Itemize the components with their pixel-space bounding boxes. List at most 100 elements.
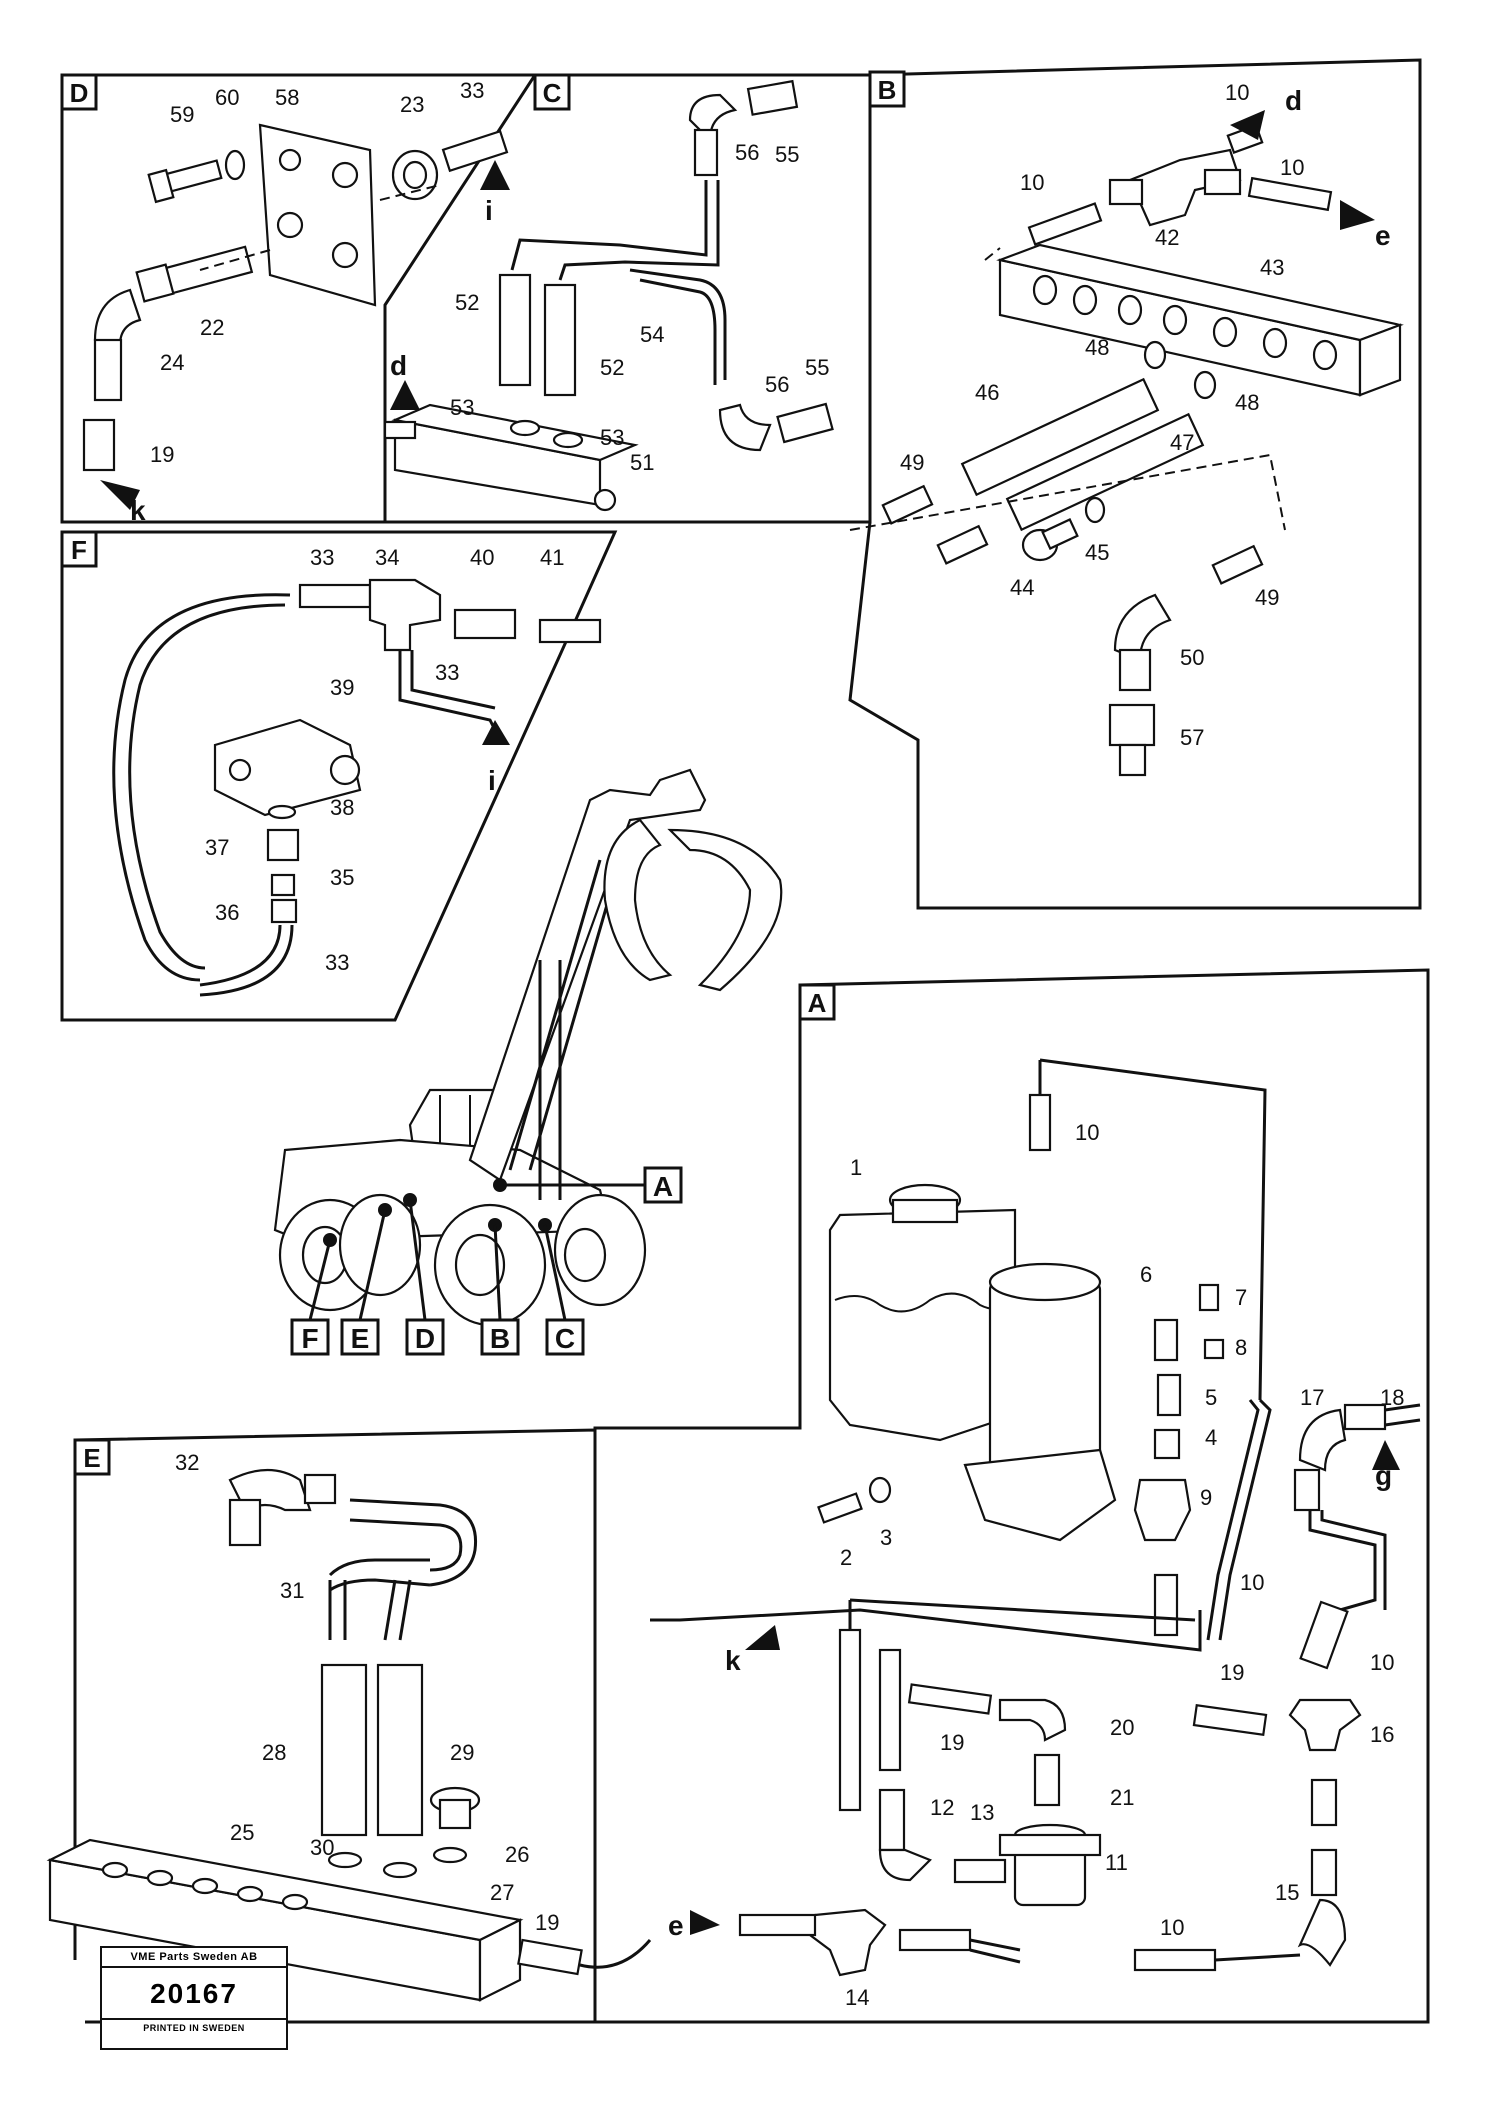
panel-tag-e: E xyxy=(83,1443,100,1473)
machine-tag-c: C xyxy=(555,1323,575,1354)
callout: 55 xyxy=(775,142,799,167)
callout: 10 xyxy=(1075,1120,1099,1145)
panel-b-drawing xyxy=(849,110,1404,777)
manifold-e-holes xyxy=(101,1861,309,1911)
callout: 53 xyxy=(450,395,474,420)
callout: 47 xyxy=(1170,430,1194,455)
callout: 21 xyxy=(1110,1785,1134,1810)
panel-tag-f: F xyxy=(71,535,87,565)
callout: 33 xyxy=(325,950,349,975)
callout: 33 xyxy=(435,660,459,685)
callout: 19 xyxy=(1220,1660,1244,1685)
panel-f-callouts: 33 34 40 41 39 33 38 37 35 36 33 xyxy=(205,545,564,975)
callout: 49 xyxy=(1255,585,1279,610)
callout: 40 xyxy=(470,545,494,570)
callout: 11 xyxy=(1105,1850,1128,1875)
callout: 18 xyxy=(1380,1385,1404,1410)
callout: 9 xyxy=(1200,1485,1212,1510)
callout: 41 xyxy=(540,545,564,570)
callout: 29 xyxy=(450,1740,474,1765)
callout: 24 xyxy=(160,350,184,375)
panel-tag-d: D xyxy=(70,78,89,108)
callout: 56 xyxy=(735,140,759,165)
callout: 58 xyxy=(275,85,299,110)
callout: 10 xyxy=(1160,1915,1184,1940)
machine-illustration: A F E D B C xyxy=(273,768,783,1356)
callout: 37 xyxy=(205,835,229,860)
callout: 46 xyxy=(975,380,999,405)
callout: 42 xyxy=(1155,225,1179,250)
panel-d-callouts: 59 60 58 23 33 22 24 19 xyxy=(150,78,484,467)
callout: 1 xyxy=(850,1155,862,1180)
callout: 33 xyxy=(310,545,334,570)
callout: 55 xyxy=(805,355,829,380)
callout: 7 xyxy=(1235,1285,1247,1310)
callout: 44 xyxy=(1010,575,1034,600)
callout: 38 xyxy=(330,795,354,820)
callout: 5 xyxy=(1205,1385,1217,1410)
callout: 19 xyxy=(940,1730,964,1755)
manifold-holes xyxy=(1032,274,1338,371)
callout: 10 xyxy=(1225,80,1249,105)
callout: 8 xyxy=(1235,1335,1247,1360)
flow-letter: k xyxy=(130,495,146,526)
panel-frames xyxy=(60,58,1430,2024)
flow-letter: d xyxy=(1285,85,1302,116)
machine-tag-a: A xyxy=(653,1171,673,1202)
flow-letter: i xyxy=(485,195,493,226)
callout: 31 xyxy=(280,1578,304,1603)
callout: 35 xyxy=(330,865,354,890)
panel-tag-c: C xyxy=(543,78,562,108)
title-block-number: 20167 xyxy=(102,1968,286,2020)
callout: 28 xyxy=(262,1740,286,1765)
panel-tags: D C B F A E xyxy=(60,70,906,1476)
callout: 60 xyxy=(215,85,239,110)
title-block-company: VME Parts Sweden AB xyxy=(102,1948,286,1968)
panel-a-drawing xyxy=(650,1058,1421,1977)
callout: 52 xyxy=(600,355,624,380)
panel-tag-b: B xyxy=(878,75,897,105)
flow-letter: e xyxy=(1375,220,1391,251)
callout: 27 xyxy=(490,1880,514,1905)
callout: 30 xyxy=(310,1835,334,1860)
callout: 14 xyxy=(845,1985,869,2010)
callout: 12 xyxy=(930,1795,954,1820)
panel-b-callouts: 10 10 10 42 43 48 48 46 47 49 45 44 49 5… xyxy=(900,80,1304,750)
panel-c-callouts: 56 55 52 52 54 56 55 53 53 51 xyxy=(450,140,829,475)
callout: 59 xyxy=(170,102,194,127)
callout: 52 xyxy=(455,290,479,315)
callout: 15 xyxy=(1275,1880,1299,1905)
callout: 26 xyxy=(505,1842,529,1867)
callout: 3 xyxy=(880,1525,892,1550)
callout: 4 xyxy=(1205,1425,1217,1450)
callout: 16 xyxy=(1370,1722,1394,1747)
callout: 49 xyxy=(900,450,924,475)
callout: 57 xyxy=(1180,725,1204,750)
flow-letters: d e d i k i g k e xyxy=(130,85,1392,1941)
flow-letter: k xyxy=(725,1645,741,1676)
callout: 10 xyxy=(1020,170,1044,195)
callout: 20 xyxy=(1110,1715,1134,1740)
callout: 32 xyxy=(175,1450,199,1475)
callout: 48 xyxy=(1085,335,1109,360)
callout: 25 xyxy=(230,1820,254,1845)
title-block: VME Parts Sweden AB 20167 PRINTED IN SWE… xyxy=(100,1946,288,2050)
callout: 43 xyxy=(1260,255,1284,280)
panel-d-drawing xyxy=(82,123,510,510)
callout: 51 xyxy=(630,450,654,475)
callout: 54 xyxy=(640,322,664,347)
flow-letter: g xyxy=(1375,1460,1392,1491)
panel-e-callouts: 32 31 28 29 25 26 30 27 19 xyxy=(175,1450,559,1935)
callout: 56 xyxy=(765,372,789,397)
machine-tag-f: F xyxy=(301,1323,318,1354)
panel-f-drawing xyxy=(112,578,602,997)
callout: 10 xyxy=(1370,1650,1394,1675)
panel-e-drawing xyxy=(46,1469,652,2002)
flow-letter: e xyxy=(668,1910,684,1941)
panel-a-callouts: 10 1 6 7 8 5 4 9 3 2 10 17 18 10 19 19 2… xyxy=(840,1120,1404,2010)
callout: 13 xyxy=(970,1800,994,1825)
callout: 34 xyxy=(375,545,399,570)
callout: 39 xyxy=(330,675,354,700)
callout: 10 xyxy=(1240,1570,1264,1595)
